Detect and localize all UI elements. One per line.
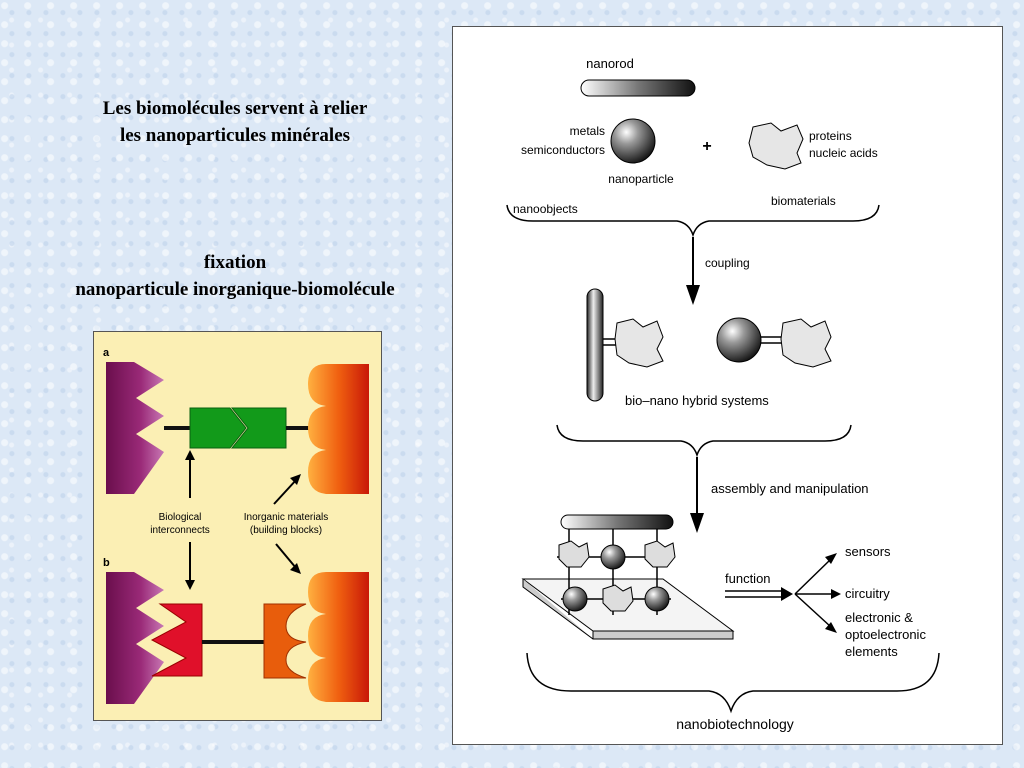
branch-electronic: [794, 593, 832, 628]
slide-title: Les biomolécules servent à relier les na…: [20, 95, 450, 149]
device-protein-1: [558, 540, 590, 568]
nanoparticle-sphere: [610, 118, 656, 164]
slide-subtitle-line2: nanoparticule inorganique-biomolécule: [75, 279, 395, 300]
branch-electronic-head: [825, 622, 837, 633]
brace-top: [506, 204, 880, 238]
nanoobjects-label: nanoobjects: [513, 202, 578, 216]
label-a: a: [103, 347, 110, 359]
bio-label-line1: Biological: [159, 512, 202, 523]
arrow-up-right: [273, 474, 301, 505]
plus-sign: +: [702, 138, 711, 155]
nanorod-shape: [580, 79, 696, 97]
optoelectronic-label: optoelectronic: [845, 627, 926, 642]
substrate-edge: [522, 579, 734, 640]
elements-label: elements: [845, 644, 898, 659]
hybrid-sphere: [716, 317, 762, 363]
branch-sensors: [794, 558, 832, 595]
interconnect-figure: a b Biological interconnects Inorganic m…: [93, 331, 382, 721]
brace-bottom: [526, 652, 940, 714]
biomaterials-label: biomaterials: [771, 194, 836, 208]
purple-block-a: [106, 362, 164, 494]
inorg-label-line1: Inorganic materials: [244, 512, 328, 523]
branch-circuitry-head: [831, 589, 841, 599]
device-sphere-3: [644, 586, 670, 612]
protein-blob-hybrid-2: [780, 318, 832, 368]
orange-block-a: [308, 364, 369, 494]
slide-title-line1: Les biomolécules servent à relier: [102, 98, 368, 119]
circuitry-label: circuitry: [845, 586, 890, 601]
nanobiotech-label: nanobiotechnology: [676, 716, 794, 732]
device-top-rod: [560, 514, 674, 530]
orange-block-b: [308, 572, 369, 702]
protein-blob-hybrid-1: [614, 318, 664, 368]
arrow-down-right: [275, 543, 301, 574]
device-sphere-1: [600, 544, 626, 570]
coupling-arrowhead: [686, 285, 700, 305]
nucleic-acids-label: nucleic acids: [809, 146, 878, 160]
inorg-label-line2: (building blocks): [250, 525, 322, 536]
interconnect-svg: a b Biological interconnects Inorganic m…: [103, 347, 369, 704]
nanobiotech-svg: nanorod metals semiconductors nanopartic…: [506, 56, 940, 732]
red-block: [150, 603, 203, 677]
device-protein-3: [602, 584, 634, 612]
arrow-down: [185, 542, 195, 590]
orange-small-block: [263, 603, 307, 679]
nanoparticle-label: nanoparticle: [608, 172, 674, 186]
function-label: function: [725, 571, 771, 586]
slide-subtitle: fixation nanoparticule inorganique-biomo…: [20, 249, 450, 303]
sensors-label: sensors: [845, 544, 891, 559]
electronic-label: electronic &: [845, 610, 913, 625]
metals-label: metals: [570, 124, 605, 138]
nanobiotech-figure: nanorod metals semiconductors nanopartic…: [452, 26, 1003, 745]
function-arrowhead: [781, 587, 793, 601]
label-b: b: [103, 557, 110, 569]
brace-middle: [556, 424, 852, 458]
hybrid-rod: [586, 288, 604, 402]
branch-sensors-head: [825, 553, 837, 564]
semiconductors-label: semiconductors: [521, 143, 605, 157]
assembly-arrowhead: [690, 513, 704, 533]
bio-label-line2: interconnects: [150, 525, 209, 536]
slide-subtitle-line1: fixation: [203, 252, 267, 273]
slide-title-line2: les nanoparticules minérales: [119, 125, 351, 146]
nanorod-label: nanorod: [586, 56, 634, 71]
green-block-left: [189, 407, 247, 449]
coupling-label: coupling: [705, 256, 750, 270]
green-block-right: [230, 407, 287, 449]
protein-blob-top: [748, 122, 804, 170]
assembly-label: assembly and manipulation: [711, 481, 869, 496]
device-sphere-2: [562, 586, 588, 612]
device-protein-2: [644, 540, 676, 568]
arrow-up: [185, 450, 195, 498]
proteins-label: proteins: [809, 129, 852, 143]
purple-block-b: [106, 572, 164, 704]
bio-nano-label: bio–nano hybrid systems: [625, 393, 769, 408]
